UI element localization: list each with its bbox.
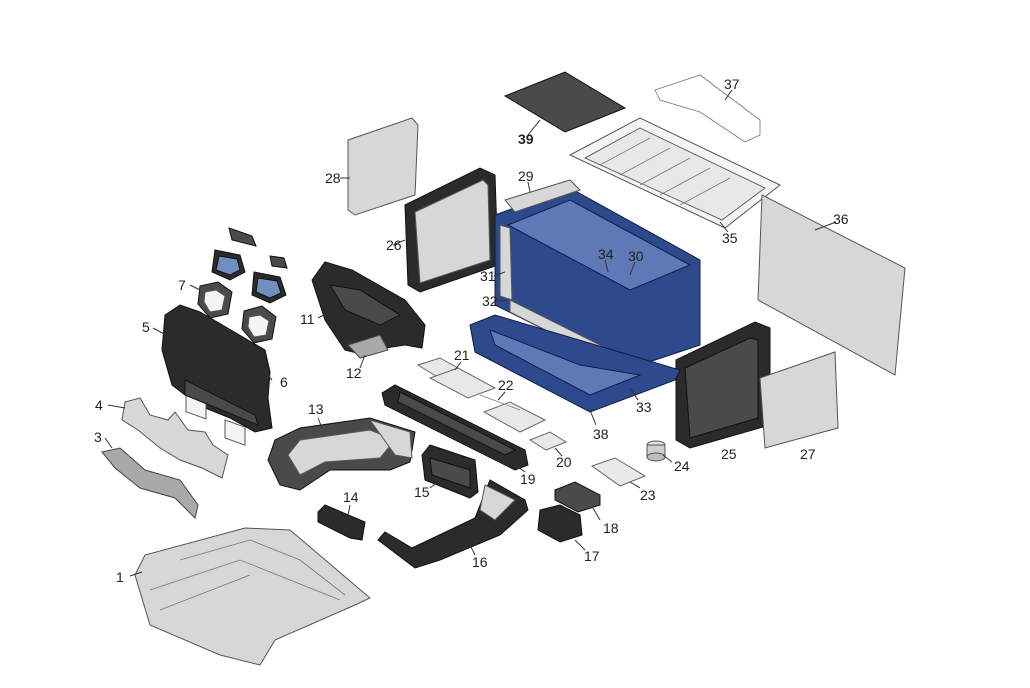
part-36-large-panel <box>757 194 906 376</box>
part-14-rail <box>317 504 366 541</box>
label-part-32: 32 <box>482 293 498 309</box>
part-25-door <box>675 321 771 449</box>
label-part-3: 3 <box>94 429 102 445</box>
part-38-base-frame <box>469 314 681 413</box>
part-27-side-panel <box>759 351 839 449</box>
part-18-cover <box>554 481 601 513</box>
label-part-14: 14 <box>343 489 359 505</box>
part-24-fitting <box>646 440 666 462</box>
label-part-16: 16 <box>472 554 488 570</box>
label-part-1: 1 <box>116 569 124 585</box>
label-part-28: 28 <box>325 170 341 186</box>
label-part-38: 38 <box>593 426 609 442</box>
label-part-23: 23 <box>640 487 656 503</box>
label-part-18: 18 <box>603 520 619 536</box>
label-part-26: 26 <box>386 237 402 253</box>
label-part-39: 39 <box>518 131 534 147</box>
part-26-door <box>404 167 499 293</box>
label-part-36: 36 <box>833 211 849 227</box>
label-part-34: 34 <box>598 246 614 262</box>
part-labels: 1 3 4 5 6 7 11 12 13 14 15 16 17 18 19 2… <box>94 76 849 585</box>
label-part-13: 13 <box>308 401 324 417</box>
part-4-panel <box>121 397 229 479</box>
label-part-21: 21 <box>454 347 470 363</box>
label-part-27: 27 <box>800 446 816 462</box>
label-part-30: 30 <box>628 248 644 264</box>
part-39-plate <box>503 71 627 133</box>
part-15-insert <box>421 444 479 499</box>
part-37-bar <box>654 74 761 143</box>
part-20-21-22-23-grilles <box>416 357 647 487</box>
part-16-side-tray <box>377 479 529 569</box>
part-11-12-console <box>311 261 426 359</box>
label-part-35: 35 <box>722 230 738 246</box>
part-5-6-dashboard-frame <box>161 304 273 446</box>
label-part-19: 19 <box>520 471 536 487</box>
part-7-bezel-and-screens <box>197 227 288 344</box>
label-part-4: 4 <box>95 397 103 413</box>
label-part-15: 15 <box>414 484 430 500</box>
label-part-31: 31 <box>480 268 496 284</box>
label-part-17: 17 <box>584 548 600 564</box>
label-part-7: 7 <box>178 277 186 293</box>
label-part-22: 22 <box>498 377 514 393</box>
part-3-bracket <box>101 447 199 519</box>
part-13-tray <box>267 417 416 491</box>
label-part-29: 29 <box>518 168 534 184</box>
part-1-base-cover <box>134 527 371 666</box>
part-35-roof-rack <box>568 117 781 229</box>
part-17-bracket <box>537 504 583 543</box>
label-part-25: 25 <box>721 446 737 462</box>
label-part-24: 24 <box>674 458 690 474</box>
label-part-11: 11 <box>300 311 315 327</box>
part-28-panel <box>347 117 419 216</box>
part-19-lower-panel <box>381 384 529 471</box>
label-part-5: 5 <box>142 319 150 335</box>
label-part-6: 6 <box>280 374 288 390</box>
label-part-37: 37 <box>724 76 740 92</box>
leader-lines <box>104 89 837 577</box>
label-part-12: 12 <box>346 365 362 381</box>
label-part-33: 33 <box>636 399 652 415</box>
label-part-20: 20 <box>556 454 572 470</box>
